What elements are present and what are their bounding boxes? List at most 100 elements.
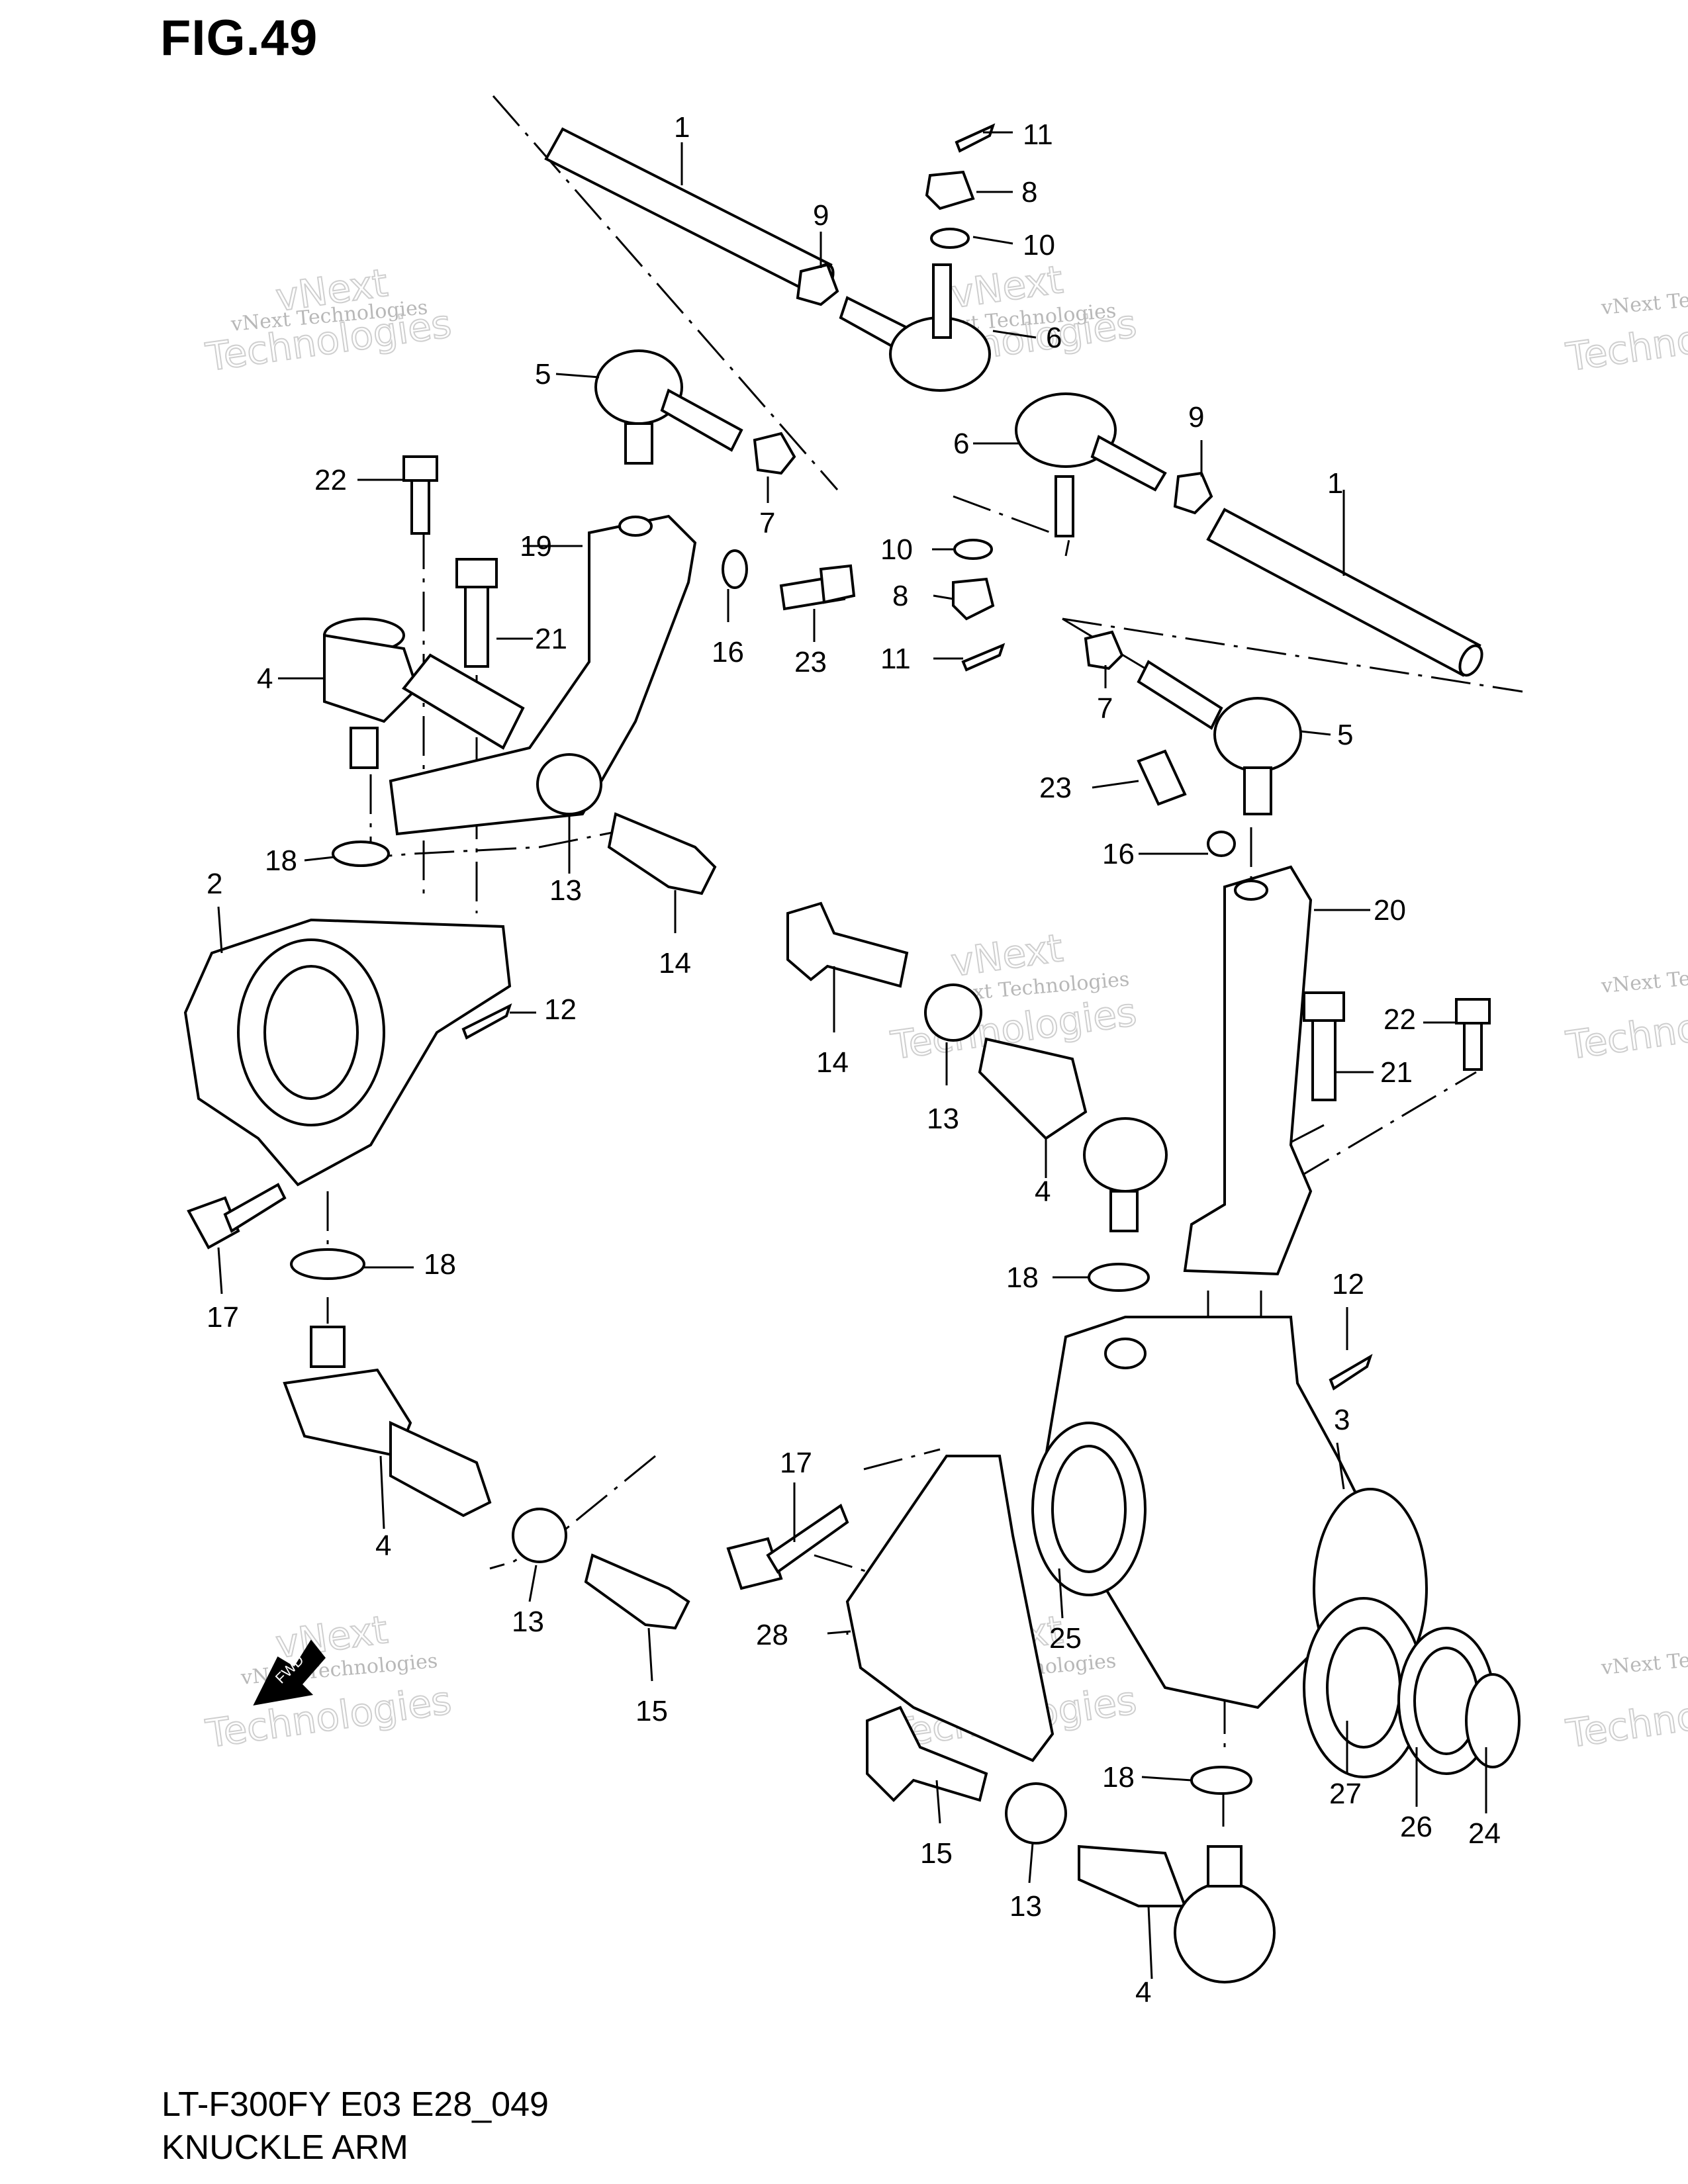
nut-7-lower	[1084, 630, 1124, 670]
pitman-arm-19	[389, 514, 697, 836]
watermark-word: Technologies	[1563, 1678, 1688, 1756]
washer-10-upper	[930, 228, 970, 249]
bushing-13-left-upper	[536, 753, 602, 815]
tie-rod-end-4-bottom-right	[1078, 1844, 1276, 1983]
tie-rod-end-5-lower	[1137, 660, 1302, 815]
flange-bolt-15-left	[584, 1553, 690, 1630]
watermark-word: Technologies	[203, 1678, 453, 1756]
callout-18: 18	[424, 1248, 456, 1281]
bolt-17-right	[726, 1503, 849, 1590]
callout-25: 25	[1049, 1622, 1082, 1655]
bolt-22-right	[1455, 998, 1491, 1071]
tie-rod-end-4-bottom-left	[283, 1326, 492, 1518]
lock-nut-upper	[796, 263, 839, 306]
flange-bolt-14-right	[786, 901, 909, 988]
callout-16: 16	[712, 636, 744, 668]
callout-15: 15	[635, 1695, 668, 1727]
bushing-13-right-lower	[1005, 1782, 1067, 1844]
cotter-pin-12-right	[1329, 1353, 1373, 1391]
callout-13: 13	[549, 874, 582, 907]
callout-2: 2	[207, 868, 222, 900]
callout-8: 8	[1021, 176, 1037, 208]
seal-25	[1031, 1422, 1147, 1596]
watermark-word: Technologies	[1563, 989, 1688, 1068]
castle-nut-8-upper	[925, 170, 975, 210]
cotter-pin-12-left	[461, 1003, 512, 1040]
callout-11: 11	[880, 643, 911, 675]
watermark-company: vNext Technologies	[1600, 958, 1688, 998]
callout-12: 12	[544, 993, 577, 1026]
callout-19: 19	[520, 530, 552, 563]
callout-17: 17	[207, 1301, 239, 1334]
flange-bolt-14-left	[607, 812, 717, 895]
tie-rod-lower	[1206, 508, 1483, 677]
washer-18-lower-left	[290, 1248, 365, 1280]
watermark: Technologies vNext Technologies	[1562, 958, 1688, 1069]
castle-nut-8-lower	[952, 577, 995, 621]
tie-rod-end-5-upper	[594, 349, 743, 465]
nut-7-upper	[753, 432, 796, 475]
callout-1: 1	[674, 111, 690, 144]
callout-23: 23	[794, 646, 827, 678]
callout-18: 18	[265, 844, 297, 877]
callout-10: 10	[880, 533, 913, 566]
bolt-21-right	[1303, 991, 1345, 1101]
bearing-27	[1303, 1597, 1425, 1778]
watermark-company: vNext Technologies	[1600, 1639, 1688, 1680]
callout-13: 13	[1009, 1890, 1042, 1923]
bolt-23-upper	[779, 564, 856, 611]
callout-13: 13	[927, 1103, 959, 1135]
callout-4: 4	[1135, 1976, 1151, 2009]
washer-18-right-lower	[1190, 1766, 1252, 1795]
washer-18-right-upper	[1088, 1263, 1150, 1292]
callout-20: 20	[1374, 894, 1406, 927]
callout-12: 12	[1332, 1268, 1364, 1300]
callout-8: 8	[892, 580, 908, 612]
spacer-24	[1465, 1673, 1521, 1768]
callout-9: 9	[1188, 401, 1204, 433]
figure-title: FIG.49	[160, 10, 318, 66]
callout-3: 3	[1334, 1404, 1350, 1436]
callout-5: 5	[1337, 719, 1353, 751]
callout-15: 15	[920, 1837, 953, 1870]
tie-rod-end-4-right-upper	[978, 1037, 1168, 1232]
watermark: Technologies vNext vNext Technologies	[202, 1606, 454, 1757]
watermark: Technologies vNext vNext Technologies	[202, 259, 454, 381]
callout-9: 9	[813, 199, 829, 232]
bushing-13-left-lower	[512, 1508, 567, 1563]
cover-28	[845, 1455, 1055, 1762]
callout-17: 17	[780, 1447, 812, 1479]
tie-rod-upper	[544, 127, 835, 296]
callout-21: 21	[1380, 1056, 1413, 1089]
callout-16: 16	[1102, 838, 1135, 870]
lock-nut-lower	[1173, 471, 1213, 515]
callout-6: 6	[1046, 322, 1062, 354]
callout-14: 14	[816, 1046, 849, 1079]
callout-7: 7	[759, 507, 775, 539]
callout-28: 28	[756, 1619, 788, 1651]
cotter-pin-11-upper	[955, 123, 996, 153]
knuckle-2	[183, 918, 512, 1187]
arm-20	[1183, 865, 1313, 1276]
tie-rod-end-6-lower	[1015, 392, 1167, 537]
watermark: Technologies vNext Technologies	[1562, 1639, 1688, 1757]
tie-rod-end-4-top-left	[323, 617, 525, 769]
washer-16-upper	[722, 549, 748, 589]
callout-24: 24	[1468, 1817, 1501, 1850]
callout-21: 21	[535, 623, 567, 655]
figure-name: KNUCKLE ARM	[162, 2128, 408, 2167]
callout-13: 13	[512, 1606, 544, 1638]
bolt-17-left	[187, 1183, 287, 1250]
flange-bolt-15-right	[866, 1706, 988, 1802]
callout-4: 4	[257, 662, 273, 695]
callout-10: 10	[1023, 229, 1055, 261]
watermark-company: vNext Technologies	[1600, 279, 1688, 320]
callout-22: 22	[314, 464, 347, 496]
callout-18: 18	[1102, 1761, 1135, 1794]
bushing-13-right-upper	[924, 983, 982, 1042]
callout-6: 6	[953, 428, 969, 460]
leader-lines	[217, 131, 1487, 1979]
callout-labels: 1 1 2 3 4 4 4 4 5 5 6 6 7 7 8 8 9 9 10 1…	[207, 111, 1501, 2009]
forward-arrow-icon	[253, 1639, 326, 1706]
